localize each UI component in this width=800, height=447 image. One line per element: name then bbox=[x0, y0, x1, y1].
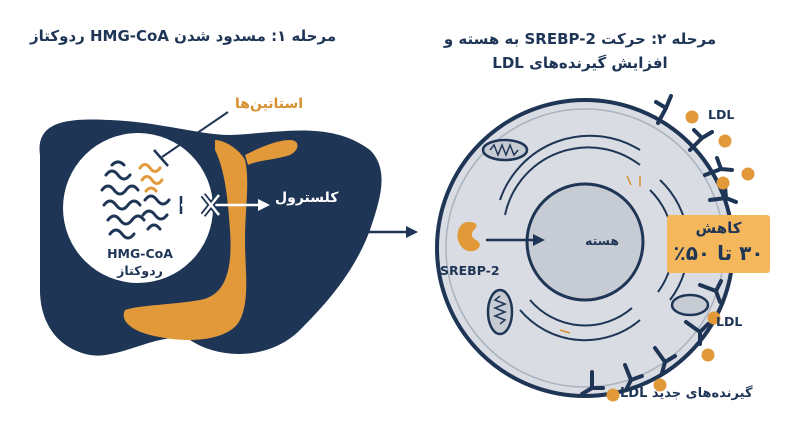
reduction-badge: کاهش ۳۰ تا ۵۰٪ bbox=[667, 215, 770, 273]
stage-arrow bbox=[355, 226, 418, 238]
stage2-title-line2: افزایش گیرنده‌های LDL bbox=[492, 54, 668, 72]
block-x-icon bbox=[200, 193, 222, 217]
enzyme-circle bbox=[63, 133, 213, 283]
enzyme-label-line1: HMG-CoA bbox=[107, 246, 173, 261]
mitochondrion-bottom bbox=[486, 288, 514, 336]
statins-label: استاتین‌ها bbox=[235, 96, 304, 112]
cholesterol-label: کلسترول bbox=[275, 190, 339, 206]
ldl-particles bbox=[606, 110, 755, 402]
ldl-label-top: LDL bbox=[708, 107, 735, 122]
nucleus bbox=[525, 182, 645, 302]
endoplasmic-reticulum bbox=[499, 134, 690, 342]
receptors-label: گیرنده‌های جدید LDL bbox=[620, 386, 753, 401]
blocked-arrow bbox=[179, 193, 270, 217]
enzyme-label: HMG-CoA ردوکتاز bbox=[100, 245, 180, 279]
stage1-title: مرحله ۱: مسدود شدن HMG-CoA ردوکتاز bbox=[30, 27, 337, 45]
hmg-coa-reductase-icon bbox=[100, 160, 171, 240]
nucleus-label: هسته bbox=[585, 233, 620, 248]
reduction-line2: ۳۰ تا ۵۰٪ bbox=[673, 241, 764, 265]
stage2-title: مرحله ۲: حرکت SREBP-2 به هسته و افزایش گ… bbox=[430, 27, 730, 75]
liver-vessel bbox=[123, 140, 248, 340]
ldl-label-bottom: LDL bbox=[716, 314, 743, 329]
stage2-title-line1: مرحله ۲: حرکت SREBP-2 به هسته و bbox=[443, 30, 717, 48]
cell-granules bbox=[559, 175, 641, 334]
liver-vessel-branch bbox=[245, 140, 298, 165]
srebp2-icon bbox=[457, 222, 480, 252]
enzyme-label-line2: ردوکتاز bbox=[117, 263, 163, 278]
mitochondrion-top bbox=[481, 138, 529, 162]
ldl-receptors bbox=[580, 94, 738, 396]
reduction-line1: کاهش bbox=[695, 219, 742, 237]
srebp2-label: SREBP-2 bbox=[440, 263, 500, 278]
statin-inhibition bbox=[153, 111, 229, 167]
mitochondrion-right bbox=[670, 293, 710, 317]
